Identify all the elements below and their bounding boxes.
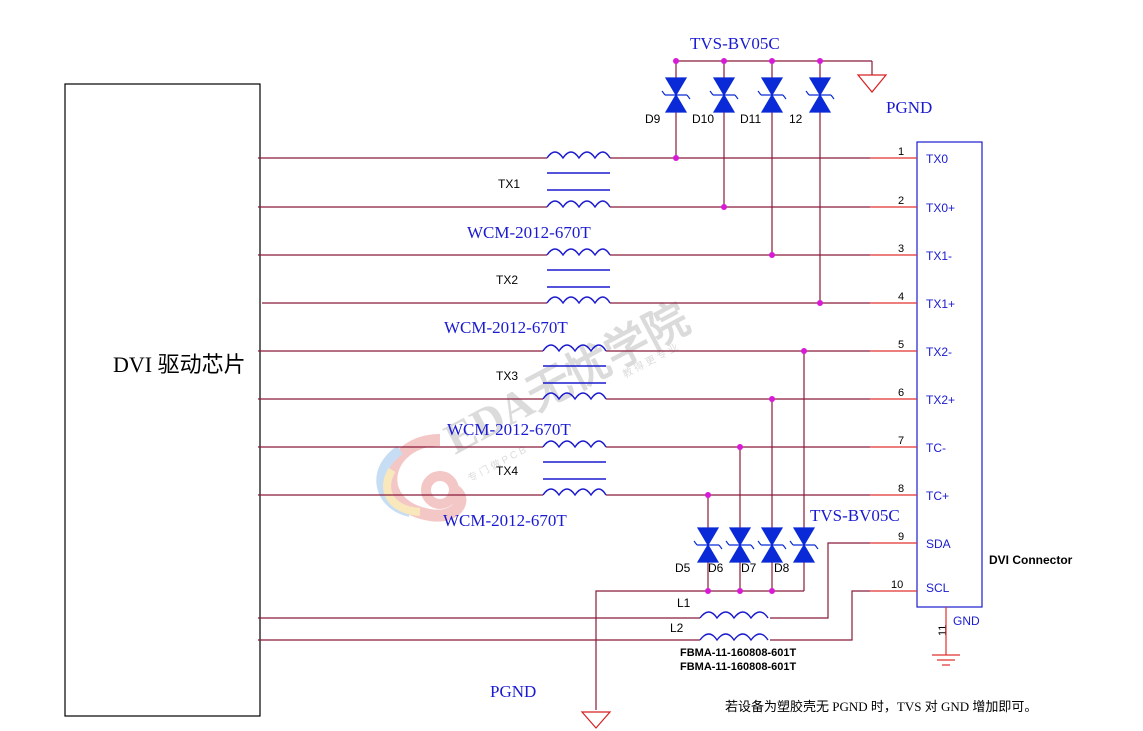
pin-number: 10 [891, 579, 903, 591]
diode-label-d6: D6 [708, 561, 724, 575]
tvs-diode-d7 [757, 527, 787, 563]
bead-part-l2: FBMA-11-160808-601T [680, 661, 796, 673]
dvi-connector-box [916, 141, 983, 608]
pin-number: 9 [898, 531, 904, 543]
tvs-top-label: TVS-BV05C [690, 34, 780, 53]
choke-part-tx3: WCM-2012-670T [447, 420, 571, 439]
pin-number: 1 [898, 146, 904, 158]
pin-number: 4 [898, 291, 904, 303]
choke-ref-tx1: TX1 [498, 177, 520, 191]
tvs-bottom-junctions [705, 348, 807, 594]
bead-part-l1: FBMA-11-160808-601T [680, 647, 796, 659]
pin-number: 5 [898, 339, 904, 351]
signal-wires [258, 157, 870, 641]
tvs-top-junctions [673, 58, 823, 306]
connector-pins: 1 TX0 2 TX0+ 3 TX1- 4 TX1+ 5 TX2- 6 TX2+… [891, 146, 980, 636]
gnd-pin-name: GND [953, 614, 980, 628]
pin-name: TX2+ [926, 393, 955, 407]
connector-title: DVI Connector [989, 553, 1073, 567]
dvi-chip-box [64, 83, 261, 717]
ferrite-beads [699, 611, 769, 642]
choke-tx1 [546, 151, 611, 209]
diode-label-d11: D11 [740, 112, 761, 126]
gnd-pin-number: 11 [937, 625, 949, 636]
pin-name: TX0 [926, 152, 948, 166]
diode-label-d9: D9 [645, 112, 661, 126]
pin-number: 6 [898, 387, 904, 399]
common-mode-chokes [542, 151, 611, 497]
connector-pin-stubs [870, 157, 917, 592]
bead-l2 [699, 633, 769, 642]
pin-name: TX1- [926, 249, 952, 263]
pgnd-bottom-label: PGND [490, 682, 536, 701]
pin-number: 3 [898, 243, 904, 255]
tvs-top-array [661, 58, 888, 306]
tvs-diode-d6 [725, 527, 755, 563]
diode-label-d8: D8 [774, 561, 790, 575]
choke-tx3 [542, 344, 607, 401]
wire-scl [258, 590, 870, 641]
footnote: 若设备为塑胶壳无 PGND 时，TVS 对 GND 增加即可。 [725, 699, 1037, 714]
tvs-diode-d10 [709, 77, 739, 113]
choke-ref-tx4: TX4 [496, 464, 518, 478]
pin-name: SDA [926, 537, 951, 551]
pin-name: SCL [926, 581, 950, 595]
tvs-diode-d8 [789, 527, 819, 563]
tvs-diode-d11 [757, 77, 787, 113]
diode-label-d7: D7 [741, 561, 757, 575]
choke-ref-tx3: TX3 [496, 369, 518, 383]
pgnd-top-symbol [856, 74, 888, 93]
pgnd-top-label: PGND [886, 98, 932, 117]
wire-sda [258, 542, 870, 619]
pin-name: TX2- [926, 345, 952, 359]
tvs-diode-d5 [693, 527, 723, 563]
choke-tx4 [542, 440, 607, 497]
tvs-bottom-label: TVS-BV05C [810, 506, 900, 525]
pin-number: 2 [898, 195, 904, 207]
tvs-bottom-array [580, 348, 819, 729]
pin-name: TX1+ [926, 297, 955, 311]
choke-part-tx2: WCM-2012-670T [444, 318, 568, 337]
pin-name: TC+ [926, 489, 949, 503]
pin-number: 7 [898, 435, 904, 447]
pin-number: 8 [898, 483, 904, 495]
bead-ref-l2: L2 [670, 621, 684, 635]
diode-label-d5: D5 [675, 561, 691, 575]
dvi-chip-label: DVI 驱动芯片 [113, 352, 246, 377]
choke-part-tx4: WCM-2012-670T [443, 511, 567, 530]
gnd-symbol [932, 607, 960, 666]
pgnd-bottom-symbol [580, 711, 612, 729]
choke-ref-tx2: TX2 [496, 273, 518, 287]
tvs-diode-d12 [805, 77, 835, 113]
pin-name: TC- [926, 441, 946, 455]
diode-label-d10: D10 [692, 112, 714, 126]
pin-name: TX0+ [926, 201, 955, 215]
choke-tx2 [546, 248, 611, 305]
bead-ref-l1: L1 [677, 596, 691, 610]
bead-l1 [699, 611, 769, 620]
watermark-logo [376, 434, 467, 522]
tvs-diode-d9 [661, 77, 691, 113]
diode-label-d12: 12 [789, 112, 803, 126]
choke-part-tx1: WCM-2012-670T [467, 223, 591, 242]
